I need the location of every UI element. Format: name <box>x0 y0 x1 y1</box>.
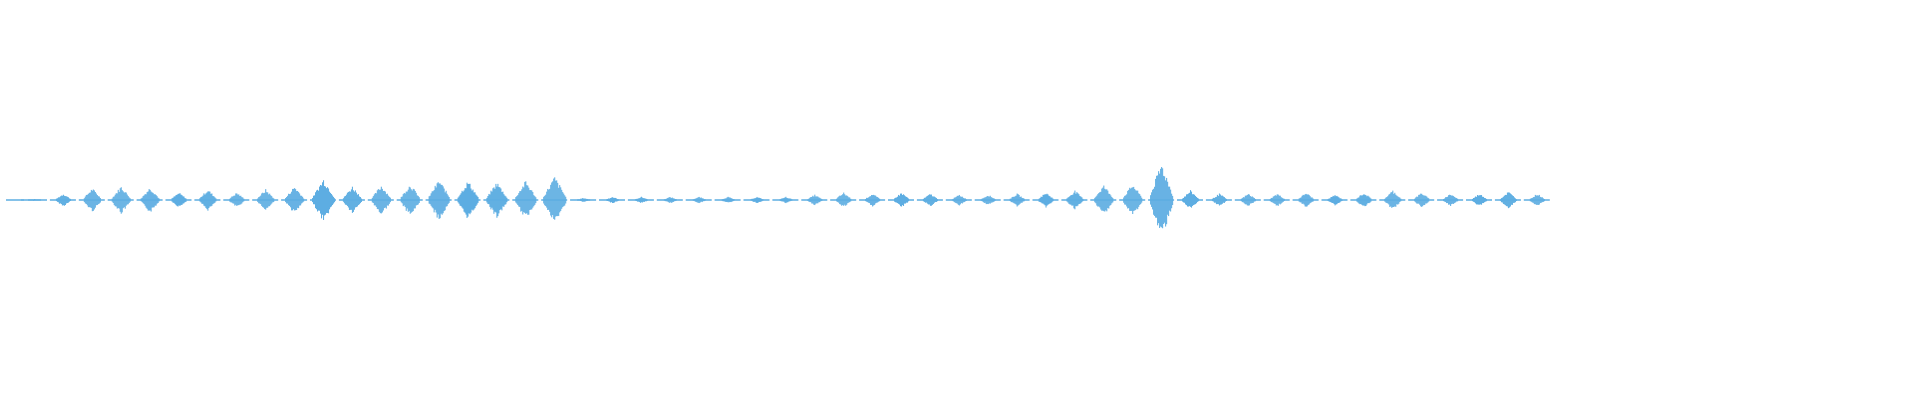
waveform-segment <box>1003 193 1030 207</box>
waveform-segment <box>1466 195 1492 205</box>
waveform-segment <box>1494 192 1521 209</box>
waveform-segment <box>1523 194 1550 205</box>
waveform-segment <box>396 186 423 214</box>
waveform-segment <box>1032 193 1059 208</box>
waveform-segment <box>974 195 1001 205</box>
waveform-segment <box>714 196 741 203</box>
waveform-segment <box>1408 193 1435 207</box>
waveform-segment <box>916 194 943 206</box>
waveform-segment <box>627 196 654 203</box>
waveform-segment <box>888 193 914 207</box>
waveform-segment <box>367 186 394 214</box>
waveform-segment <box>252 189 279 210</box>
waveform-segment <box>541 177 568 220</box>
waveform-segment <box>1177 190 1203 208</box>
waveform-segment <box>136 189 163 212</box>
waveform-segment <box>859 194 886 207</box>
waveform-segment <box>107 187 134 214</box>
waveform-segment <box>165 193 192 207</box>
waveform-segment <box>21 199 47 201</box>
waveform-lead-in-line <box>6 199 24 201</box>
waveform-lead-in-line <box>6 199 24 201</box>
waveform-segment <box>656 197 683 203</box>
waveform-segment <box>1061 190 1088 210</box>
waveform-segment <box>425 182 452 219</box>
waveform-segment <box>483 183 510 218</box>
waveform-segment <box>772 196 799 204</box>
waveform-segment <box>945 194 972 206</box>
waveform-segment <box>512 181 539 215</box>
waveform-segment <box>223 193 250 206</box>
waveform-segment <box>1090 185 1117 212</box>
waveform-segment <box>1321 195 1348 206</box>
waveform-segment <box>570 198 597 202</box>
waveform-segment <box>1437 194 1464 206</box>
waveform-segment <box>1379 190 1406 208</box>
waveform-segment <box>1350 194 1377 207</box>
waveform-segment <box>801 194 828 206</box>
waveform-segment <box>1119 186 1146 214</box>
waveform-segment <box>454 182 481 218</box>
waveform-segment <box>194 191 221 211</box>
waveform-segments <box>21 167 1550 229</box>
waveform-segment <box>685 196 712 204</box>
waveform-segment <box>281 188 308 211</box>
waveform-segment <box>1292 193 1319 207</box>
waveform-segment <box>830 192 857 206</box>
waveform-segment <box>310 180 336 220</box>
waveform-segment <box>49 194 76 206</box>
waveform-segment <box>1234 194 1261 206</box>
waveform-segment <box>78 189 105 212</box>
waveform-segment <box>743 196 770 203</box>
waveform-segment <box>1263 194 1290 206</box>
waveform-segment <box>338 186 365 213</box>
waveform-segment <box>599 197 625 204</box>
waveform-segment <box>1205 193 1232 206</box>
waveform-segment <box>1148 167 1175 229</box>
